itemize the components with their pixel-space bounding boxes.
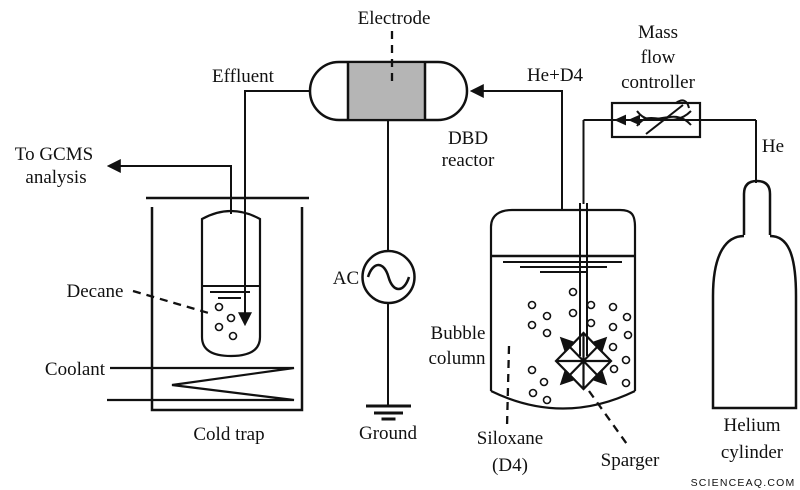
watermark: SCIENCEAQ.COM	[691, 477, 796, 489]
label-decane: Decane	[67, 281, 124, 302]
dbd-reactor	[308, 31, 469, 122]
label-siloxane-2: (D4)	[492, 455, 528, 476]
cold-trap-vessel	[150, 207, 304, 412]
label-siloxane-1: Siloxane	[477, 428, 544, 449]
helium-cylinder	[711, 179, 798, 410]
label-helium-2: cylinder	[721, 442, 784, 463]
ground-symbol	[366, 404, 411, 421]
label-helium-1: Helium	[724, 415, 781, 436]
label-cold-trap: Cold trap	[193, 424, 264, 445]
siloxane-pointer-dashed	[505, 345, 511, 428]
label-electrode: Electrode	[358, 8, 431, 29]
cylinder-neck	[742, 179, 772, 235]
tube-liquid-surface	[202, 285, 260, 299]
he-d4-pipe	[469, 84, 563, 209]
label-he: He	[762, 136, 784, 157]
bubble-column-vessel	[489, 203, 637, 448]
coolant-coil	[107, 366, 295, 402]
electrode-region	[348, 63, 425, 119]
column-bubbles	[527, 287, 633, 405]
label-ground: Ground	[359, 423, 418, 444]
cylinder-body	[711, 234, 798, 410]
tube-bubbles	[214, 302, 238, 341]
label-gcms-1: To GCMS	[15, 144, 93, 165]
label-sparger: Sparger	[601, 450, 660, 471]
cold-trap	[107, 196, 309, 412]
decane-pointer-dashed	[132, 289, 213, 316]
label-bubble-column-1: Bubble	[431, 323, 486, 344]
label-ac: AC	[333, 268, 359, 289]
label-mfc-3: controller	[621, 72, 696, 93]
sparger-pointer-dashed	[588, 390, 630, 448]
label-gcms-2: analysis	[25, 167, 86, 188]
label-mfc-1: Mass	[638, 22, 678, 43]
label-mfc-2: flow	[641, 47, 676, 68]
label-effluent: Effluent	[212, 66, 275, 87]
gcms-outlet-pipe	[106, 159, 232, 214]
valve-icon	[636, 99, 692, 135]
sine-wave-icon	[366, 263, 411, 291]
mass-flow-controller	[583, 99, 756, 139]
label-dbd-2: reactor	[442, 150, 495, 171]
label-he-d4: He+D4	[527, 65, 584, 86]
ac-source	[361, 120, 416, 406]
label-bubble-column-2: column	[429, 348, 486, 369]
collection-tube	[200, 209, 262, 358]
column-liquid-surface	[491, 254, 635, 273]
sparger	[554, 331, 613, 391]
label-coolant: Coolant	[45, 359, 106, 380]
mfc-feed-pipe	[582, 120, 757, 204]
effluent-pipe	[238, 90, 311, 327]
label-dbd-1: DBD	[448, 128, 488, 149]
sparger-tube	[579, 203, 588, 356]
